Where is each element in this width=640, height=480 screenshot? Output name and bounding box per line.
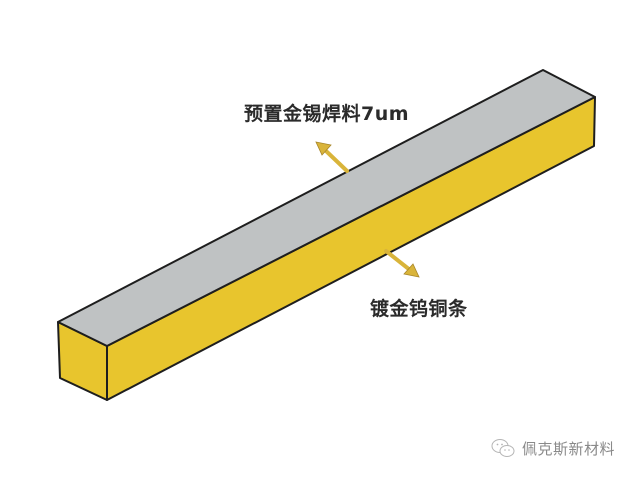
bar-side-face (106, 96, 596, 401)
watermark-text: 佩克斯新材料 (522, 439, 616, 458)
wechat-icon (491, 439, 515, 457)
base-strip-label: 镀金钨铜条 (370, 298, 468, 320)
bar-top-face (57, 69, 596, 347)
watermark: 佩克斯新材料 (490, 437, 615, 459)
top-layer-label: 预置金锡焊料7um (244, 103, 410, 125)
arrow-base-strip-icon (384, 249, 420, 278)
arrow-top-layer-icon (315, 141, 349, 173)
